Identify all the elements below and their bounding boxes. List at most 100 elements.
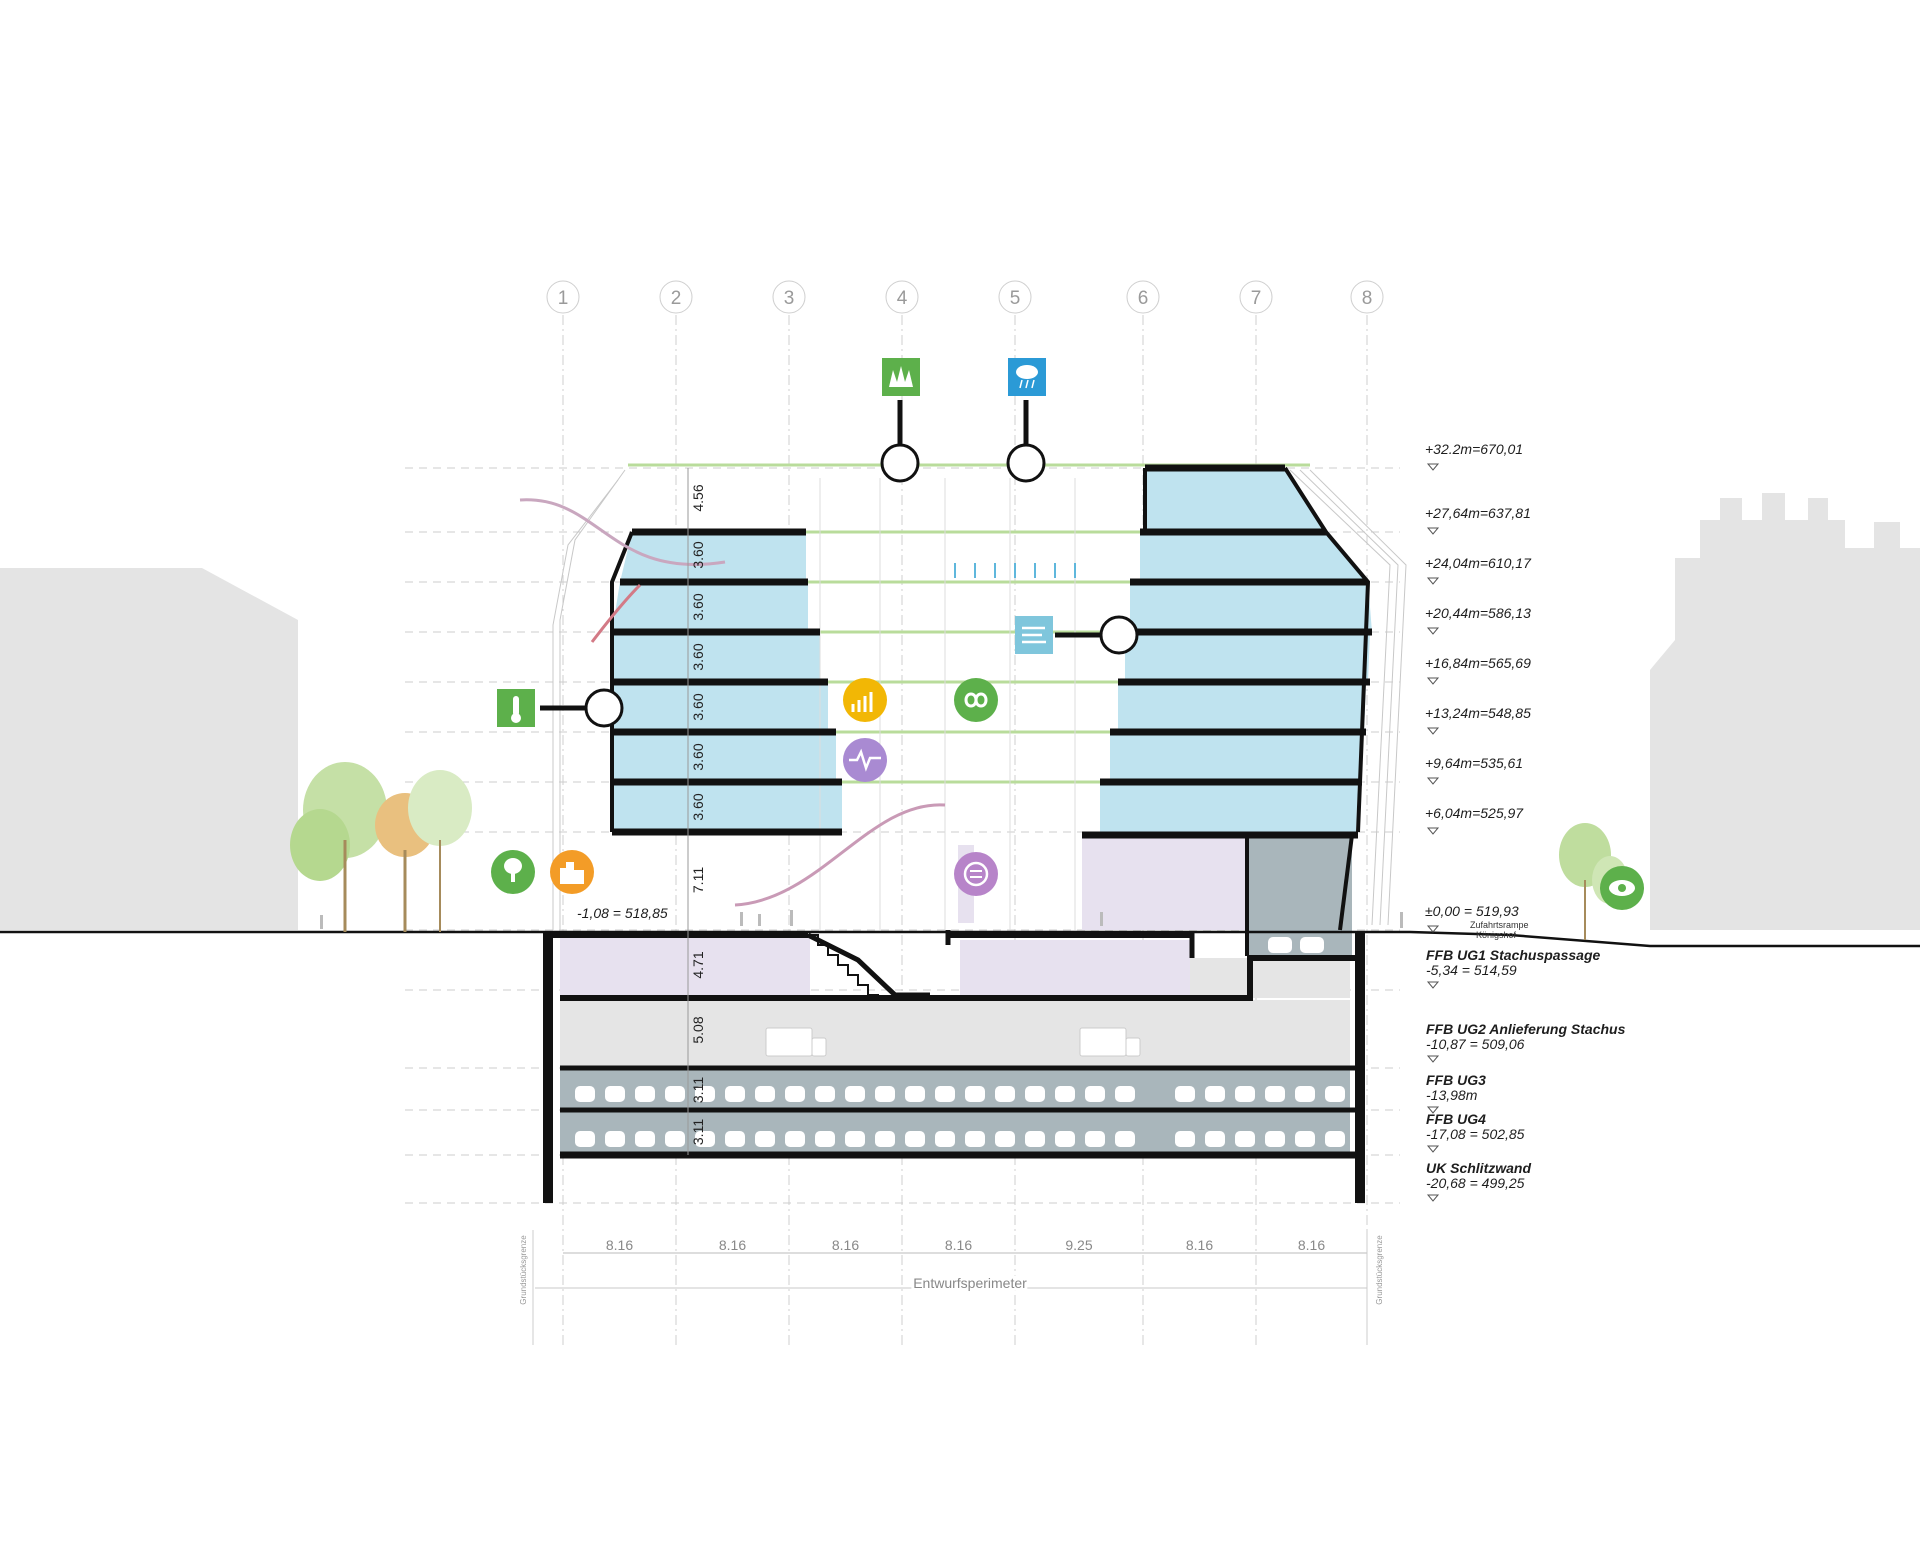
parked-car bbox=[965, 1086, 985, 1102]
ground-line bbox=[0, 930, 1920, 948]
facade-edges bbox=[610, 466, 1371, 956]
air-flow-arrows bbox=[519, 498, 946, 907]
level-label: +9,64m=535,61 bbox=[1425, 755, 1523, 771]
icon-connectors bbox=[540, 400, 1100, 711]
grid-axis-bubble bbox=[998, 280, 1032, 314]
parked-car bbox=[1175, 1131, 1195, 1147]
bay-width-label: 9.25 bbox=[1065, 1237, 1092, 1253]
parked-car bbox=[1268, 937, 1292, 953]
parked-car bbox=[665, 1086, 685, 1102]
parked-car bbox=[635, 1086, 655, 1102]
basement-level-name: UK Schlitzwand bbox=[1426, 1160, 1531, 1176]
level-marker bbox=[1426, 1055, 1440, 1063]
parked-car bbox=[1300, 937, 1324, 953]
grid-axis-label: 1 bbox=[558, 288, 569, 309]
parked-car bbox=[1235, 1131, 1255, 1147]
level-label: +13,24m=548,85 bbox=[1425, 705, 1531, 721]
grid-axis-label: 4 bbox=[897, 288, 908, 309]
ug1-public-level bbox=[560, 935, 810, 997]
level-label: +6,04m=525,97 bbox=[1425, 805, 1524, 821]
level-marker bbox=[1426, 981, 1440, 989]
level-marker bbox=[1426, 827, 1440, 835]
parked-car bbox=[815, 1131, 835, 1147]
delivery-trucks bbox=[765, 1027, 1141, 1057]
parked-car bbox=[665, 1131, 685, 1147]
level-marker bbox=[1426, 777, 1440, 785]
health-icon bbox=[843, 738, 887, 782]
parked-car bbox=[995, 1086, 1015, 1102]
basement-level-value: -17,08 = 502,85 bbox=[1426, 1126, 1525, 1142]
parked-car bbox=[845, 1086, 865, 1102]
parked-car bbox=[875, 1086, 895, 1102]
basement-level-value: -5,34 = 514,59 bbox=[1426, 962, 1517, 978]
atrium-level-label: -1,08 = 518,85 bbox=[577, 905, 668, 921]
parked-car bbox=[1085, 1086, 1105, 1102]
trees-left bbox=[290, 762, 472, 932]
level-marker bbox=[1426, 1194, 1440, 1202]
parked-car bbox=[875, 1131, 895, 1147]
ug1-shop-right bbox=[960, 940, 1190, 997]
parked-car bbox=[605, 1131, 625, 1147]
grid-axis-bubble bbox=[659, 280, 693, 314]
parked-car bbox=[695, 1131, 715, 1147]
perimeter-label: Entwurfsperimeter bbox=[913, 1275, 1027, 1291]
level-marker bbox=[1426, 925, 1440, 933]
parked-car bbox=[755, 1086, 775, 1102]
parked-car bbox=[815, 1086, 835, 1102]
grid-axis-bubble bbox=[885, 280, 919, 314]
equality-icon bbox=[954, 852, 998, 896]
parked-car bbox=[725, 1131, 745, 1147]
level-marker bbox=[1426, 463, 1440, 471]
grid-axis-label: 2 bbox=[671, 288, 682, 309]
parked-car bbox=[1115, 1131, 1135, 1147]
level-marker bbox=[1426, 527, 1440, 535]
parked-car bbox=[575, 1131, 595, 1147]
parked-car bbox=[1085, 1131, 1105, 1147]
basement-level-value: -13,98m bbox=[1426, 1087, 1478, 1103]
level-marker bbox=[1426, 727, 1440, 735]
parked-car bbox=[1235, 1086, 1255, 1102]
labels: +32.2m=670,01+27,64m=637,81+24,04m=610,1… bbox=[519, 441, 1626, 1345]
level-marker bbox=[1426, 627, 1440, 635]
bay-width-label: 8.16 bbox=[945, 1237, 972, 1253]
bay-width-label: 8.16 bbox=[1186, 1237, 1213, 1253]
storey-height-label: 4.71 bbox=[690, 951, 706, 978]
main-stair bbox=[808, 934, 879, 1000]
parked-car bbox=[845, 1131, 865, 1147]
neighbour-building-right bbox=[1650, 493, 1920, 930]
storey-height-label: 3.60 bbox=[690, 541, 706, 568]
parked-car bbox=[1295, 1086, 1315, 1102]
grid-axis-bubble bbox=[1350, 280, 1384, 314]
storey-height-label: 4.56 bbox=[690, 484, 706, 511]
basement-structure bbox=[543, 930, 1365, 1203]
parked-car bbox=[1205, 1131, 1225, 1147]
parked-car bbox=[905, 1131, 925, 1147]
grid-axis-bubble bbox=[546, 280, 580, 314]
basement-level-value: -20,68 = 499,25 bbox=[1426, 1175, 1525, 1191]
grid-axis-label: 8 bbox=[1362, 288, 1373, 309]
storey-height-label: 5.08 bbox=[690, 1016, 706, 1043]
parked-car bbox=[1205, 1086, 1225, 1102]
parked-car bbox=[1025, 1086, 1045, 1102]
people-figures bbox=[320, 910, 1403, 929]
basement-level-name: FFB UG2 Anlieferung Stachus bbox=[1426, 1021, 1626, 1037]
level-marker bbox=[1426, 1106, 1440, 1114]
bay-width-label: 8.16 bbox=[832, 1237, 859, 1253]
storey-height-label: 3.11 bbox=[690, 1077, 706, 1103]
grid-axis-label: 5 bbox=[1010, 288, 1021, 309]
floor-slabs bbox=[612, 464, 1372, 839]
neighbour-building-left bbox=[0, 568, 298, 930]
level-label: +20,44m=586,13 bbox=[1425, 605, 1531, 621]
level-label: +16,84m=565,69 bbox=[1425, 655, 1531, 671]
storey-height-label: 3.11 bbox=[690, 1119, 706, 1145]
square-icons bbox=[497, 358, 1053, 727]
office-wing-left bbox=[612, 532, 842, 832]
parked-car bbox=[1325, 1131, 1345, 1147]
basement-level-value: -10,87 = 509,06 bbox=[1426, 1036, 1525, 1052]
parked-car bbox=[605, 1086, 625, 1102]
circle-icons bbox=[491, 678, 1644, 910]
level-marker bbox=[1426, 577, 1440, 585]
storey-height-label: 3.60 bbox=[690, 693, 706, 720]
